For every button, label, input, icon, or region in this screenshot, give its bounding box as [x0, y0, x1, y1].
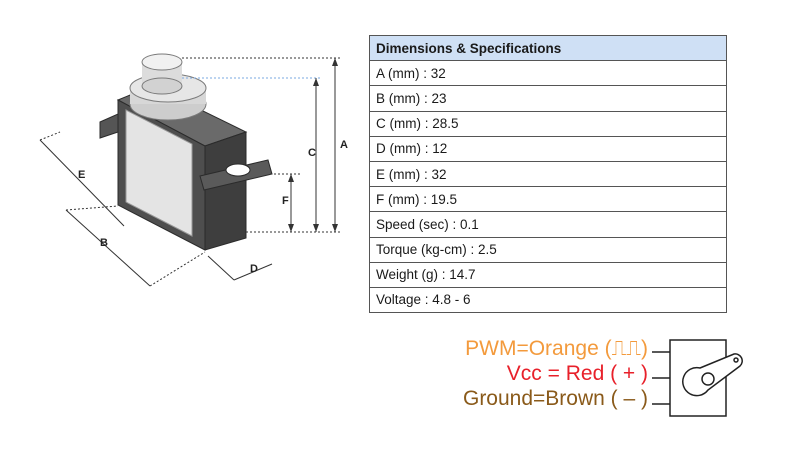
spec-row-f: F (mm) : 19.5	[369, 186, 727, 213]
table-row: E (mm) : 32	[369, 160, 727, 188]
table-row: D (mm) : 12	[369, 135, 727, 162]
dimension-label-d: D	[250, 263, 258, 275]
spec-row-weight: Weight (g) : 14.7	[369, 261, 727, 288]
servo-label-panel	[125, 109, 193, 237]
mounting-tab-left	[99, 113, 119, 139]
wire-pwm-label: PWM=Orange (⎍⎍)	[465, 337, 648, 360]
spec-row-a: A (mm) : 32	[369, 60, 727, 87]
arrow-c-bottom	[313, 224, 319, 232]
table-row: B (mm) : 23	[369, 85, 727, 112]
table-row: A (mm) : 32	[369, 60, 727, 87]
spec-row-d: D (mm) : 12	[369, 135, 727, 162]
servo-dimension-drawing: A C F E B D	[39, 53, 348, 287]
servo-symbol-icon	[652, 339, 743, 417]
dimension-label-c: C	[308, 147, 316, 159]
servo-body-front	[204, 131, 247, 251]
gear-top-bottom	[141, 77, 183, 95]
spec-table-header-row: Dimensions & Specifications	[369, 34, 727, 62]
spec-row-torque: Torque (kg-cm) : 2.5	[369, 236, 727, 263]
table-row: Speed (sec) : 0.1	[369, 211, 727, 238]
dimension-label-b: B	[100, 237, 108, 249]
dimension-label-a: A	[340, 139, 348, 151]
servo-horn-hole	[733, 357, 739, 363]
table-row: Voltage : 4.8 - 6	[369, 286, 727, 314]
wire-vcc-label: Vcc = Red ( + )	[506, 362, 648, 385]
wiring-legend: PWM=Orange (⎍⎍) Vcc = Red ( + ) Ground=B…	[398, 336, 648, 411]
arrow-f-bottom	[288, 224, 294, 232]
spec-row-b: B (mm) : 23	[369, 85, 727, 112]
gear-top	[141, 53, 183, 71]
servo-shaft	[701, 372, 715, 386]
spec-row-speed: Speed (sec) : 0.1	[369, 211, 727, 238]
dimension-label-f: F	[282, 195, 289, 207]
mounting-hole	[225, 163, 251, 177]
arrow-f-top	[288, 174, 294, 182]
table-row: Weight (g) : 14.7	[369, 261, 727, 288]
table-row: C (mm) : 28.5	[369, 110, 727, 137]
arrow-c-top	[313, 78, 319, 86]
spec-table-title: Dimensions & Specifications	[369, 34, 727, 62]
table-row: Torque (kg-cm) : 2.5	[369, 236, 727, 263]
spec-row-e: E (mm) : 32	[369, 160, 727, 188]
spec-table: Dimensions & Specifications A (mm) : 32 …	[369, 34, 727, 314]
spec-row-voltage: Voltage : 4.8 - 6	[369, 286, 727, 314]
dimension-label-e: E	[78, 169, 85, 181]
spec-row-c: C (mm) : 28.5	[369, 110, 727, 137]
table-row: F (mm) : 19.5	[369, 186, 727, 213]
arrow-a-bottom	[332, 224, 338, 232]
arrow-a-top	[332, 58, 338, 66]
wire-ground-label: Ground=Brown ( – )	[462, 387, 648, 410]
